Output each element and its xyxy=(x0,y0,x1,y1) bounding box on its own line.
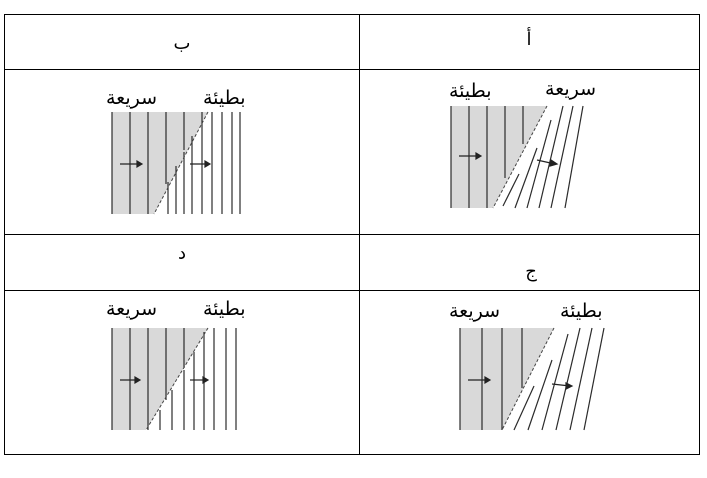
panel-a-wavefront-diagram xyxy=(450,105,584,209)
panel-b-label-slow: بطيئة xyxy=(203,87,246,109)
panel-c-label-fast: سريعة xyxy=(449,300,501,322)
panel-a-label-slow: بطيئة xyxy=(449,80,492,102)
panel-d-label-slow: بطيئة xyxy=(203,298,246,320)
panel-d-wavefront-diagram xyxy=(111,327,237,431)
header-option-a: أ xyxy=(526,29,532,50)
panel-c-wavefront-diagram xyxy=(459,327,605,431)
header-option-b: ب xyxy=(173,33,191,54)
panel-b-label-fast: سريعة xyxy=(106,87,158,109)
answer-table xyxy=(4,14,707,456)
header-option-d: د xyxy=(177,243,186,264)
table-grid-lines xyxy=(4,14,700,455)
panel-d-label-fast: سريعة xyxy=(106,298,158,320)
panel-a-label-fast: سريعة xyxy=(545,78,597,100)
panel-c-label-slow: بطيئة xyxy=(560,300,603,322)
header-option-c: ج xyxy=(525,261,537,282)
panel-b-wavefront-diagram xyxy=(111,111,241,215)
